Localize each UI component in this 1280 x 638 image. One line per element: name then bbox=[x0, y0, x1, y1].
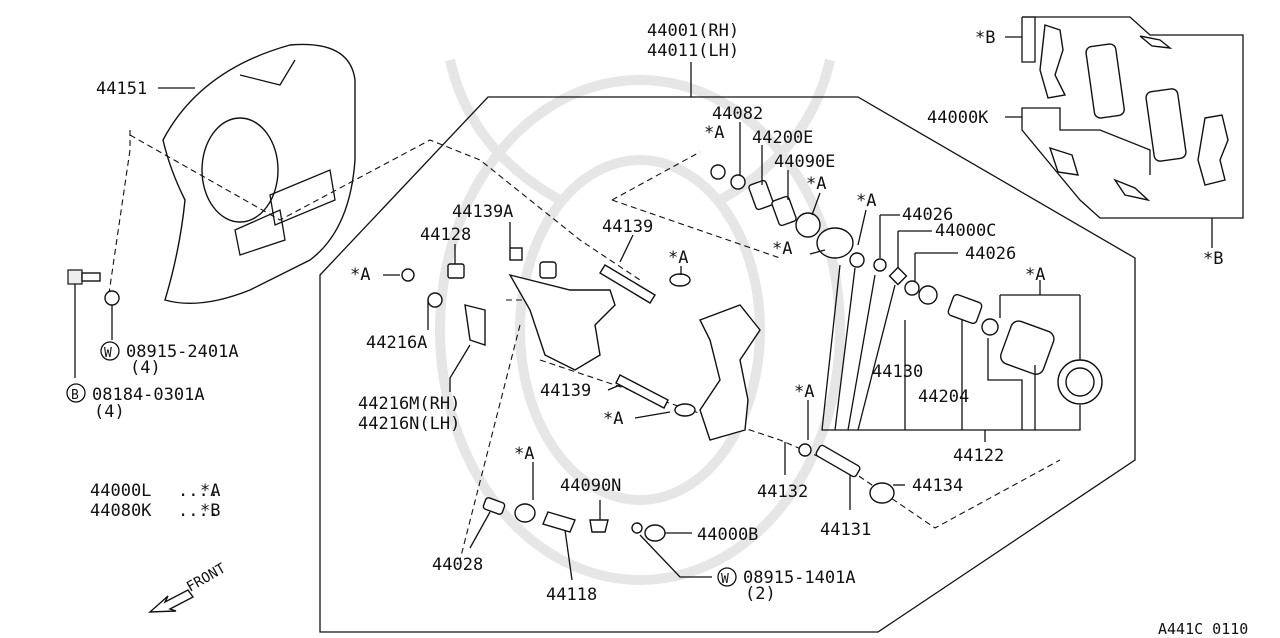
marker-a-3: *A bbox=[856, 191, 876, 211]
leader-lines bbox=[383, 122, 1081, 581]
label-washer-1-qty: (4) bbox=[130, 358, 161, 378]
label-44000k: 44000K bbox=[927, 108, 989, 128]
label-44151: 44151 bbox=[96, 79, 147, 99]
label-44090n: 44090N bbox=[560, 476, 621, 496]
label-washer-1-part: 08915-2401A bbox=[126, 342, 239, 362]
marker-a-7: *A bbox=[350, 265, 370, 285]
marker-a-4: *A bbox=[772, 239, 792, 259]
circle-w-2: W bbox=[721, 572, 729, 587]
pad-kit-outline bbox=[1005, 16, 1244, 248]
diagram-code: A441C 0110 bbox=[1158, 620, 1248, 638]
label-bolt-b-qty: (4) bbox=[94, 402, 125, 422]
label-44011: 44011(LH) bbox=[647, 41, 739, 61]
marker-a-1: *A bbox=[704, 123, 724, 143]
brake-pads bbox=[1039, 24, 1229, 202]
label-44122: 44122 bbox=[953, 446, 1004, 466]
mounting-bolt bbox=[67, 269, 101, 378]
label-44216n: 44216N(LH) bbox=[358, 414, 460, 434]
label-44082: 44082 bbox=[712, 104, 763, 124]
label-44130: 44130 bbox=[872, 362, 923, 382]
circle-w-1: W bbox=[104, 346, 112, 361]
label-44200e: 44200E bbox=[752, 128, 813, 148]
kit-a-sep: .... bbox=[178, 481, 219, 501]
kit-b-symbol: *B bbox=[200, 501, 220, 521]
label-44139-top: 44139 bbox=[602, 217, 653, 237]
circle-markers bbox=[66, 341, 737, 587]
marker-a-5: *A bbox=[1025, 265, 1045, 285]
label-44028: 44028 bbox=[432, 555, 483, 575]
label-44139a: 44139A bbox=[452, 202, 513, 222]
label-44216m: 44216M(RH) bbox=[358, 394, 460, 414]
label-44216a: 44216A bbox=[366, 333, 427, 353]
label-44118: 44118 bbox=[546, 585, 597, 605]
marker-a-8: *A bbox=[603, 409, 623, 429]
label-44132: 44132 bbox=[757, 482, 808, 502]
marker-a-6: *A bbox=[668, 248, 688, 268]
label-bolt-b-part: 08184-0301A bbox=[92, 385, 205, 405]
label-44026-top: 44026 bbox=[902, 205, 953, 225]
kit-b-part: 44080K bbox=[90, 501, 152, 521]
label-44000b: 44000B bbox=[697, 525, 758, 545]
marker-a-9: *A bbox=[794, 382, 814, 402]
marker-b-top: *B bbox=[975, 28, 995, 48]
kit-b-sep: .... bbox=[178, 501, 219, 521]
caliper-bracket bbox=[508, 273, 761, 441]
kit-a-part: 44000L bbox=[90, 481, 151, 501]
front-label: FRONT bbox=[184, 560, 229, 595]
circle-b: B bbox=[71, 388, 79, 403]
marker-a-2: *A bbox=[806, 174, 826, 194]
label-44128: 44128 bbox=[420, 225, 471, 245]
label-washer-2-part: 08915-1401A bbox=[743, 568, 856, 588]
front-arrow bbox=[148, 589, 195, 613]
guide-pins bbox=[599, 264, 696, 417]
label-washer-2-qty: (2) bbox=[745, 584, 776, 604]
label-44204: 44204 bbox=[918, 387, 969, 407]
label-44026-bottom: 44026 bbox=[965, 244, 1016, 264]
label-44131: 44131 bbox=[820, 520, 871, 540]
label-44134: 44134 bbox=[912, 476, 963, 496]
label-44000c: 44000C bbox=[935, 221, 996, 241]
caliper-assembly-outline bbox=[319, 96, 1136, 633]
kit-a-symbol: *A bbox=[200, 481, 220, 501]
label-44001: 44001(RH) bbox=[647, 21, 739, 41]
label-44139-bottom: 44139 bbox=[540, 381, 591, 401]
baffle-plate-44151 bbox=[162, 43, 356, 304]
marker-b-bottom: *B bbox=[1203, 249, 1223, 269]
marker-a-10: *A bbox=[514, 444, 534, 464]
small-hardware bbox=[401, 164, 1103, 542]
washer bbox=[104, 290, 120, 340]
label-44090e: 44090E bbox=[774, 152, 835, 172]
